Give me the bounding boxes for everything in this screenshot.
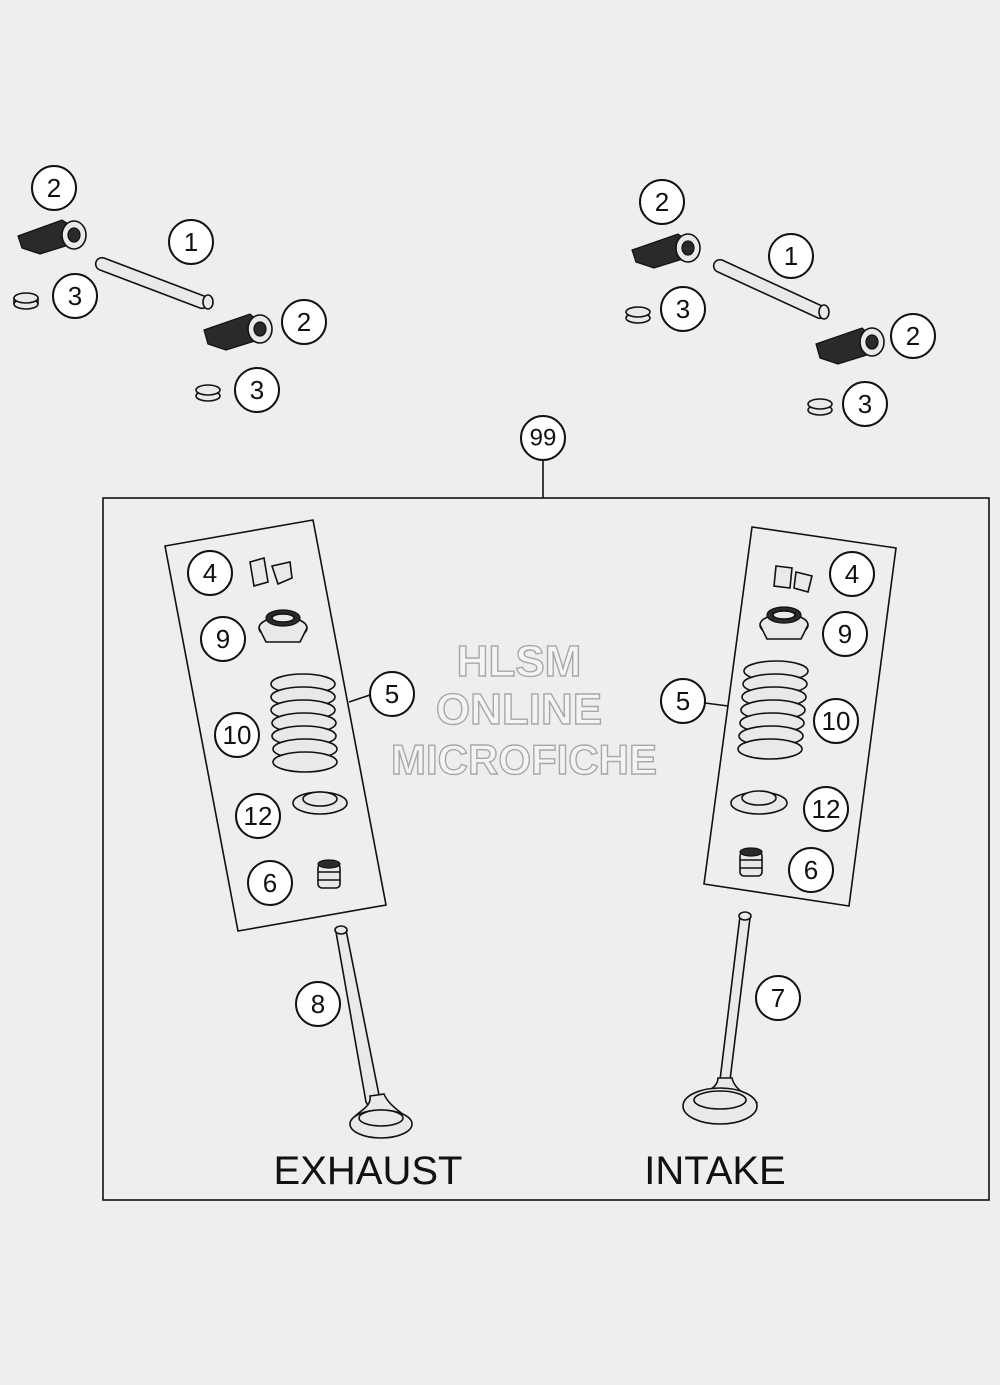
- callout-6[interactable]: 6: [788, 847, 834, 893]
- svg-text:6: 6: [263, 868, 277, 898]
- watermark-line1: HLSM: [457, 637, 582, 686]
- callout-4[interactable]: 4: [187, 550, 233, 596]
- valve-stem-seal-part: [317, 859, 341, 889]
- shim-part: [13, 292, 39, 310]
- callout-7[interactable]: 7: [755, 975, 801, 1021]
- shim-part: [807, 398, 833, 416]
- callout-5[interactable]: 5: [369, 671, 415, 717]
- watermark-line3: MICROFICHE: [391, 736, 657, 783]
- callout-9[interactable]: 9: [822, 611, 868, 657]
- callout-10[interactable]: 10: [813, 698, 859, 744]
- callout-12[interactable]: 12: [235, 793, 281, 839]
- callout-3[interactable]: 3: [660, 286, 706, 332]
- svg-text:3: 3: [250, 375, 264, 405]
- callout-4[interactable]: 4: [829, 551, 875, 597]
- watermark-line2: ONLINE: [436, 685, 602, 734]
- svg-text:1: 1: [784, 241, 798, 271]
- callout-99[interactable]: 99: [520, 415, 566, 461]
- callout-2[interactable]: 2: [639, 179, 685, 225]
- callout-10[interactable]: 10: [214, 712, 260, 758]
- rocker-arm-part: [17, 219, 87, 255]
- svg-text:2: 2: [297, 307, 311, 337]
- svg-text:6: 6: [804, 855, 818, 885]
- svg-text:12: 12: [812, 794, 841, 824]
- rocker-shaft-part: [712, 258, 830, 320]
- callout-3[interactable]: 3: [842, 381, 888, 427]
- svg-text:3: 3: [858, 389, 872, 419]
- rocker-group-right: 2 1 3 2 3: [625, 179, 936, 427]
- rocker-group-left: 2 1 3 2 3: [13, 165, 327, 413]
- svg-text:9: 9: [838, 619, 852, 649]
- svg-text:3: 3: [68, 281, 82, 311]
- rocker-arm-part: [815, 327, 885, 365]
- intake-panel: 4 9 5 10 12 6: [660, 526, 897, 907]
- svg-text:2: 2: [655, 187, 669, 217]
- valve-keeper-part: [773, 565, 813, 593]
- valve-stem-seal-part: [739, 847, 763, 877]
- callout-8[interactable]: 8: [295, 981, 341, 1027]
- kit-99-frame: 99: [102, 415, 990, 1201]
- valve-spring-part: [270, 673, 338, 773]
- svg-text:2: 2: [906, 321, 920, 351]
- rocker-arm-part: [631, 233, 701, 269]
- callout-3[interactable]: 3: [52, 273, 98, 319]
- svg-text:4: 4: [845, 559, 859, 589]
- svg-text:99: 99: [530, 425, 557, 452]
- spring-seat-part: [730, 790, 788, 815]
- svg-text:3: 3: [676, 294, 690, 324]
- svg-text:8: 8: [311, 989, 325, 1019]
- spring-retainer-part: [258, 609, 308, 643]
- callout-9[interactable]: 9: [200, 616, 246, 662]
- callout-2[interactable]: 2: [890, 313, 936, 359]
- callout-2[interactable]: 2: [31, 165, 77, 211]
- svg-text:5: 5: [385, 679, 399, 709]
- spring-retainer-part: [759, 606, 809, 640]
- spring-seat-part: [292, 791, 348, 815]
- svg-text:4: 4: [203, 558, 217, 588]
- intake-label: INTAKE: [644, 1149, 786, 1193]
- svg-text:12: 12: [244, 801, 273, 831]
- intake-valve-part: [682, 911, 759, 1125]
- callout-2[interactable]: 2: [281, 299, 327, 345]
- svg-text:10: 10: [223, 720, 252, 750]
- exhaust-panel: 4 9 5 10 12 6: [164, 519, 415, 932]
- svg-text:5: 5: [676, 686, 690, 716]
- watermark: HLSM ONLINE MICROFICHE: [390, 636, 657, 783]
- callout-1[interactable]: 1: [768, 233, 814, 279]
- callout-12[interactable]: 12: [803, 786, 849, 832]
- rocker-arm-part: [203, 313, 273, 351]
- rocker-shaft-part: [94, 256, 214, 310]
- svg-text:1: 1: [184, 227, 198, 257]
- callout-5[interactable]: 5: [660, 678, 706, 724]
- callout-6[interactable]: 6: [247, 860, 293, 906]
- callout-3[interactable]: 3: [234, 367, 280, 413]
- exhaust-label: EXHAUST: [274, 1149, 463, 1193]
- valve-spring-part: [737, 660, 809, 760]
- shim-part: [625, 306, 651, 324]
- callout-1[interactable]: 1: [168, 219, 214, 265]
- svg-text:9: 9: [216, 624, 230, 654]
- exhaust-valve-part: [334, 925, 413, 1139]
- svg-text:2: 2: [47, 173, 61, 203]
- shim-part: [195, 384, 221, 402]
- valve-keeper-part: [249, 556, 293, 588]
- svg-text:10: 10: [822, 706, 851, 736]
- svg-text:7: 7: [771, 983, 785, 1013]
